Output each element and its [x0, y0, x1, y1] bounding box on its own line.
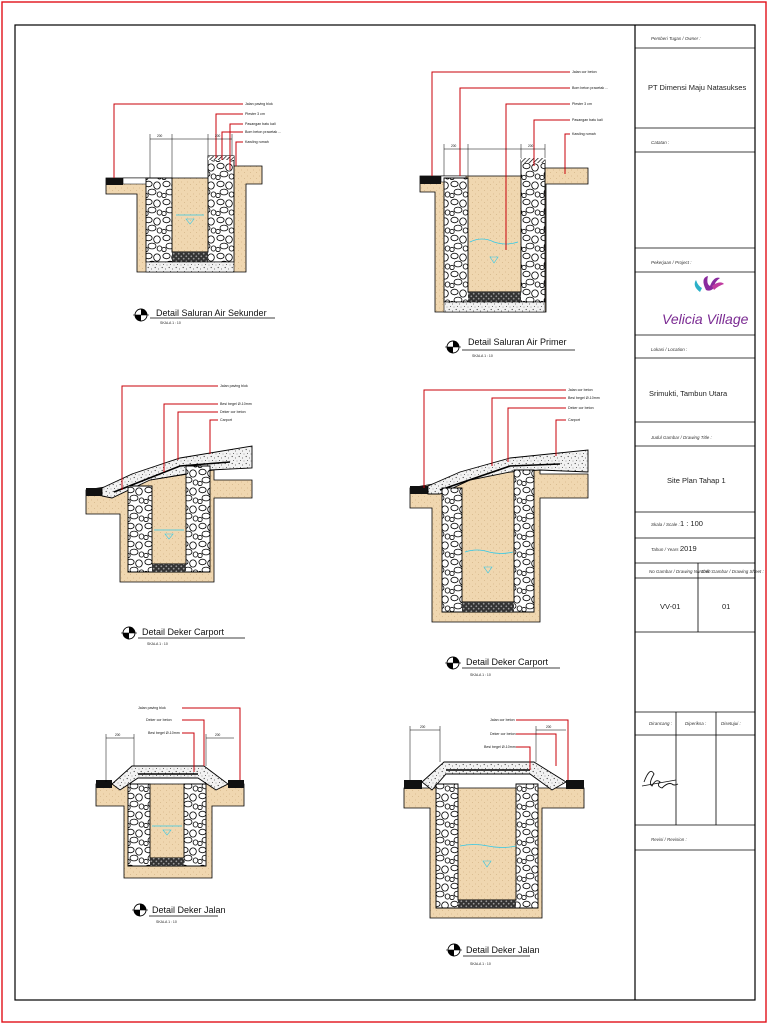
scale-header: Skala / Scale : — [651, 522, 681, 527]
year-value: 2019 — [680, 544, 697, 553]
inner-frame — [14, 24, 756, 1001]
callout-label: Carport — [220, 418, 232, 422]
callout-label: Jalan cor beton — [568, 388, 593, 392]
dimension-label: 200 — [451, 144, 457, 148]
callout-label: Kawling rumah — [245, 140, 269, 144]
detail-saluran-air-sekunder: 200 200 Jalan paving blok Plester 3 cm P… — [105, 102, 281, 325]
detail-title: Detail Deker Jalan — [466, 945, 540, 955]
detail-title: Detail Saluran Air Sekunder — [156, 308, 267, 318]
detail-deker-jalan-right: 200 200 Jalan cor beton Deker cor beton … — [403, 718, 585, 966]
revision-header: Revisi / Revision : — [651, 837, 688, 842]
sheet-count-header: Jmlh Gambar / Drawing Sheet : — [700, 569, 765, 574]
logo-text: Velicia Village — [662, 311, 749, 327]
location-value: Srimukti, Tambun Utara — [649, 389, 728, 398]
callout-label: Besi begel Ø-10mm — [484, 745, 516, 749]
project-header: Pekerjaan / Project : — [651, 260, 692, 265]
drawing-title-value: Site Plan Tahap 1 — [667, 476, 726, 485]
detail-deker-carport-left: Jalan paving blok Besi begel Ø-10mm Deke… — [85, 384, 253, 646]
callout-label: Jalan cor beton — [490, 718, 515, 722]
owner-value: PT Dimensi Maju Natasukses — [648, 83, 746, 92]
detail-title: Detail Deker Carport — [466, 657, 549, 667]
detail-scale: SKALA 1 : 10 — [472, 354, 493, 358]
year-header: Tahun / Years : — [651, 547, 682, 552]
approved-by-header: Disetujui : — [721, 721, 742, 726]
location-header: Lokasi / Location : — [651, 347, 688, 352]
dimension-label: 200 — [420, 725, 426, 729]
callout-label: Besi begel Ø-10mm — [148, 731, 180, 735]
callout-label: Besi begel Ø-10mm — [220, 402, 252, 406]
callout-label: Jalan paving blok — [245, 102, 273, 106]
callout-label: Plester 3 cm — [572, 102, 592, 106]
sheet-count-value: 01 — [722, 602, 730, 611]
title-block: Pemberi Tugas / Owner : PT Dimensi Maju … — [635, 36, 765, 851]
detail-scale: SKALA 1 : 10 — [160, 321, 181, 325]
dimension-label: 200 — [215, 134, 221, 138]
callout-label: Deker cor beton — [220, 410, 246, 414]
callout-label: Besi begel Ø-10mm — [568, 396, 600, 400]
callout-label: Jalan paving blok — [138, 706, 166, 710]
dimension-label: 200 — [157, 134, 163, 138]
dimension-label: 200 — [115, 733, 121, 737]
dimension-label: 200 — [528, 144, 534, 148]
drawing-number-header: No Gambar / Drawing Number : — [649, 569, 713, 574]
scale-value: 1 : 100 — [680, 519, 703, 528]
callout-label: Deker cor beton — [146, 718, 172, 722]
dimension-label: 200 — [546, 725, 552, 729]
checked-by-header: Diperiksa : — [685, 721, 707, 726]
callout-label: Pasangan batu kali — [572, 118, 603, 122]
detail-scale: SKALA 1 : 10 — [470, 673, 491, 677]
callout-label: Jalan paving blok — [220, 384, 248, 388]
detail-title: Detail Saluran Air Primer — [468, 337, 567, 347]
drawing-number-value: VV-01 — [660, 602, 680, 611]
detail-deker-jalan-left: 200 200 Jalan paving blok Deker cor beto… — [95, 706, 245, 924]
drawn-by-header: Dirancang : — [649, 721, 673, 726]
notes-header: Catatan : — [651, 140, 670, 145]
detail-title: Detail Deker Carport — [142, 627, 225, 637]
detail-scale: SKALA 1 : 10 — [470, 962, 491, 966]
callout-label: Deker cor beton — [568, 406, 594, 410]
detail-scale: SKALA 1 : 10 — [147, 642, 168, 646]
callout-label: Plester 3 cm — [245, 112, 265, 116]
callout-label: Bom beton pracetak ... — [245, 130, 281, 134]
callout-label: Deker cor beton — [490, 732, 516, 736]
drawing-title-header: Judul Gambar / Drawing Title : — [650, 435, 712, 440]
signature — [641, 770, 679, 789]
detail-title: Detail Deker Jalan — [152, 905, 226, 915]
velicia-village-logo: Velicia Village — [662, 276, 749, 327]
detail-deker-carport-right: Jalan cor beton Besi begel Ø-10mm Deker … — [409, 388, 600, 677]
owner-header: Pemberi Tugas / Owner : — [651, 36, 701, 41]
callout-label: Carport — [568, 418, 580, 422]
detail-scale: SKALA 1 : 10 — [156, 920, 177, 924]
dimension-label: 200 — [215, 733, 221, 737]
callout-label: Jalan cor beton — [572, 70, 597, 74]
callout-label: Pasangan batu kali — [245, 122, 276, 126]
detail-saluran-air-primer: 200 200 Jalan cor beton Bom beton pracet… — [419, 70, 608, 358]
callout-label: Bom beton pracetak ... — [572, 86, 608, 90]
callout-label: Kawling rumah — [572, 132, 596, 136]
